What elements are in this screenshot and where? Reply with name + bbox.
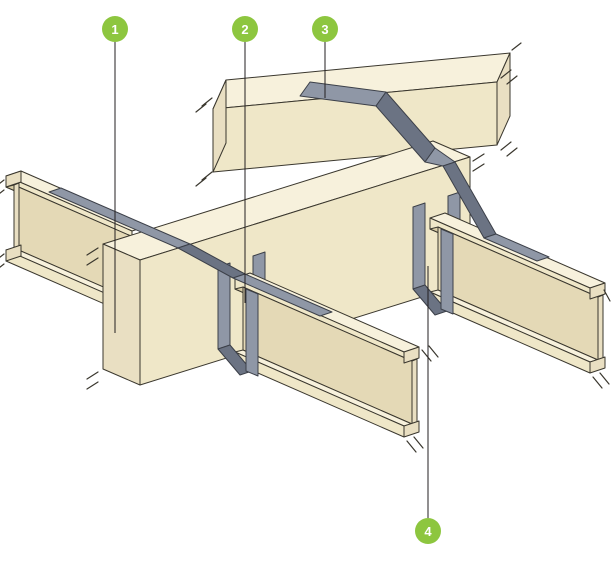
- ijoist-end-bottom-flange: [589, 356, 606, 374]
- break-marks: [592, 289, 611, 389]
- callout-badge-3: 3: [312, 16, 338, 42]
- break-marks: [406, 345, 439, 453]
- ijoist-end-web: [411, 358, 418, 425]
- far-ijoist-end-top-flange: [5, 170, 22, 188]
- ijoist-end-bottom-flange: [403, 420, 420, 438]
- callout-badge-4: 4: [415, 518, 441, 544]
- ijoist-end-top-flange: [589, 282, 606, 300]
- upper-beam-right-end-face: [496, 52, 511, 146]
- joist-hanger-left-front: [217, 288, 259, 377]
- ijoist-end-web: [597, 294, 604, 361]
- strap-tie-right: [299, 81, 550, 262]
- ijoist-end-top-flange: [403, 346, 420, 364]
- hanger-stirrup-strap: [245, 288, 259, 377]
- strap-on-joist: [232, 273, 333, 317]
- leader-lines: [114, 42, 429, 518]
- break-marks: [195, 42, 522, 187]
- joist-hanger-right-front: [412, 228, 454, 316]
- strap-on-joist: [483, 233, 550, 262]
- hanger-stirrup-strap: [440, 228, 454, 315]
- near-ijoist-right: [429, 212, 611, 389]
- main-beam-left-end-face: [102, 243, 141, 386]
- break-marks: [0, 179, 5, 268]
- callout-badge-1: 1: [102, 16, 128, 42]
- upper-beam-left-end-face: [212, 79, 227, 173]
- far-ijoist-end-bottom-flange: [5, 244, 22, 262]
- far-ijoist-end-web: [13, 182, 20, 249]
- hanger-left-flange: [412, 202, 426, 290]
- strap-tie-left: [48, 187, 333, 317]
- callout-badge-2: 2: [232, 16, 258, 42]
